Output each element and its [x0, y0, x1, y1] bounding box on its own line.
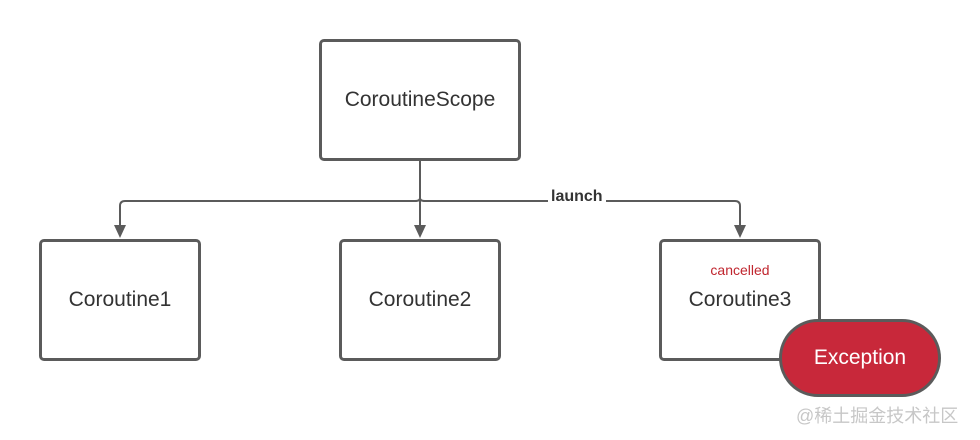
branch-line-coroutine3: [419, 197, 741, 227]
watermark-text: @稀土掘金技术社区: [796, 406, 959, 426]
coroutine1-node: Coroutine1: [39, 239, 201, 361]
coroutine2-node: Coroutine2: [339, 239, 501, 361]
coroutine-scope-node: CoroutineScope: [319, 39, 521, 161]
arrowhead-coroutine1: [114, 225, 126, 238]
coroutine3-label: Coroutine3: [688, 288, 792, 311]
coroutine2-label: Coroutine2: [368, 288, 472, 311]
branch-line-coroutine1: [119, 197, 421, 227]
coroutine1-label: Coroutine1: [68, 288, 172, 311]
arrowhead-coroutine3: [734, 225, 746, 238]
arrowhead-coroutine2: [414, 225, 426, 238]
cancelled-status-label: cancelled: [710, 262, 770, 278]
launch-edge-label: launch: [548, 188, 606, 206]
coroutine-scope-label: CoroutineScope: [344, 88, 496, 111]
exception-node: Exception: [779, 319, 941, 397]
exception-label: Exception: [813, 346, 907, 369]
